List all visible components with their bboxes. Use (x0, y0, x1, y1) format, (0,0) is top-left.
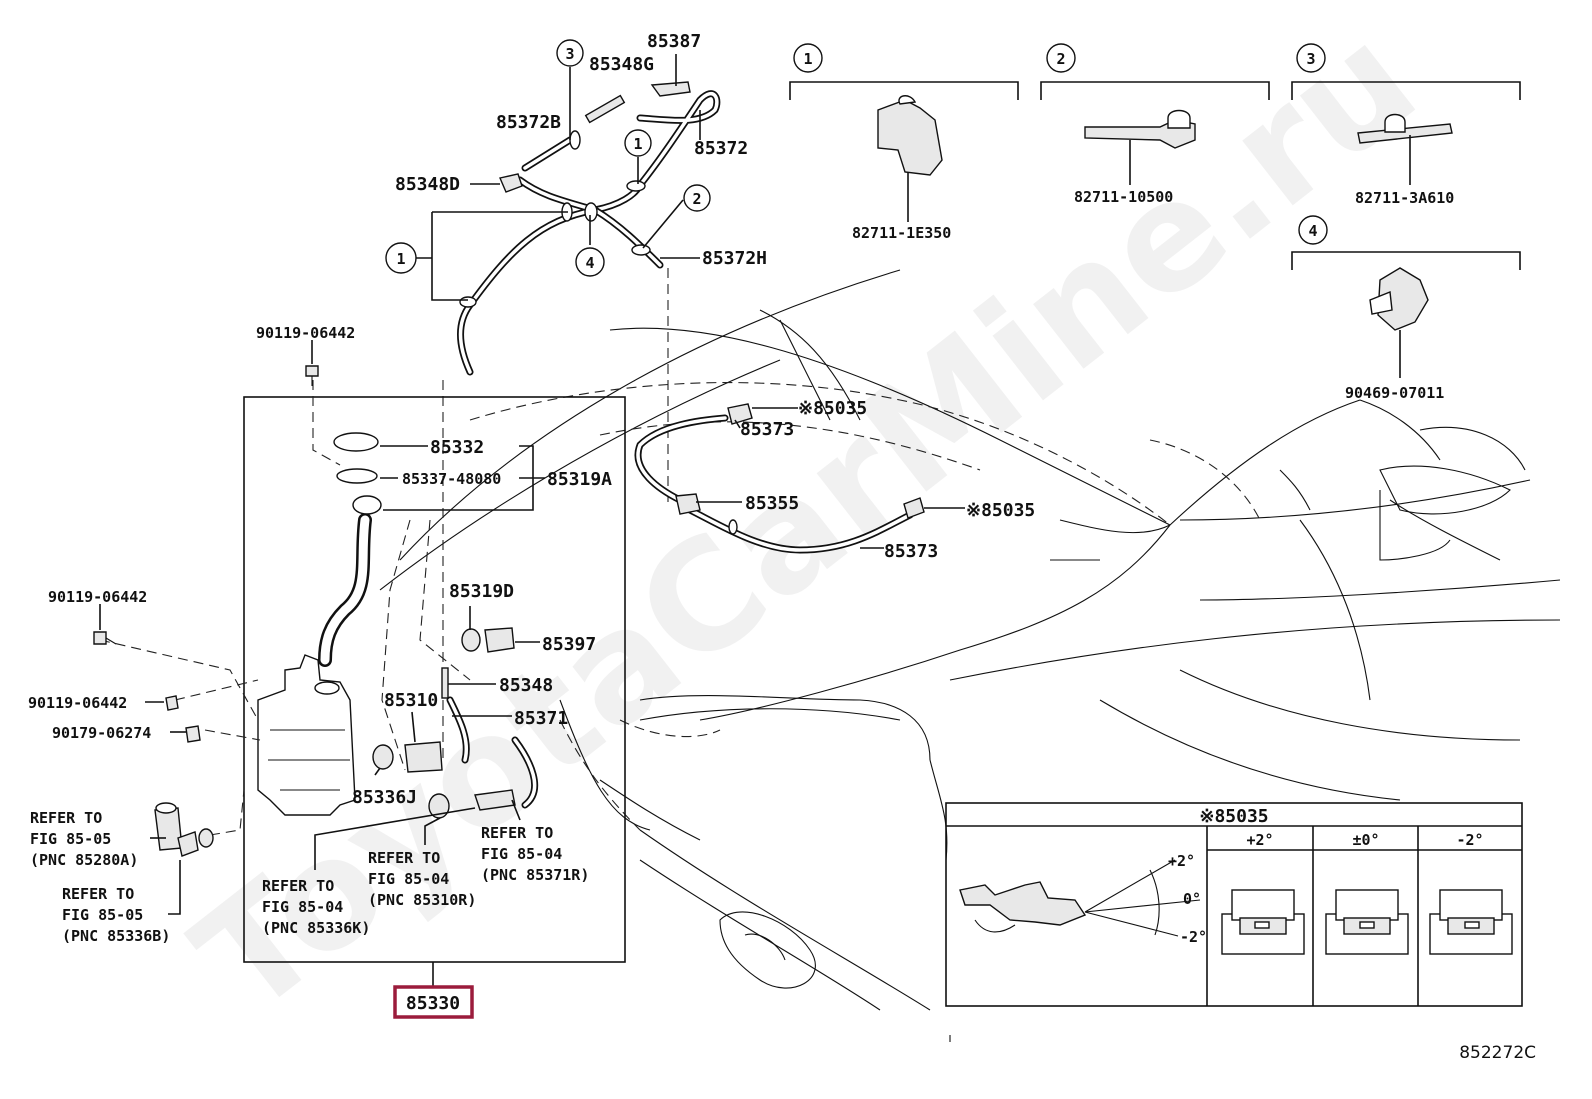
part-labels: 85387 85348G 85372B 85372 85348D 85372H … (28, 31, 1454, 808)
svg-text:FIG 85-04: FIG 85-04 (481, 845, 562, 863)
label-85397: 85397 (542, 634, 596, 655)
svg-text:REFER TO: REFER TO (262, 877, 334, 895)
svg-text:(PNC 85336K): (PNC 85336K) (262, 919, 370, 937)
svg-text:85330: 85330 (406, 993, 460, 1014)
label-90119-top: 90119-06442 (256, 324, 355, 342)
svg-text:REFER TO: REFER TO (62, 885, 134, 903)
svg-text:1: 1 (396, 250, 405, 268)
label-82711-3A610: 82711-3A610 (1355, 189, 1454, 207)
label-82711-10500: 82711-10500 (1074, 188, 1173, 206)
inset-85035: ※85035 +2° ±0° -2° +2° 0° -2° (945, 802, 1523, 1007)
bolts (93, 340, 319, 915)
washer-tank-box (99, 380, 626, 988)
label-90469: 90469-07011 (1345, 384, 1444, 402)
svg-text:FIG 85-04: FIG 85-04 (262, 898, 343, 916)
car-body-outline (379, 269, 1561, 1042)
label-85372B: 85372B (496, 112, 561, 133)
svg-text:(PNC 85310R): (PNC 85310R) (368, 891, 476, 909)
label-85319A: 85319A (547, 469, 612, 490)
connector-zero (1325, 889, 1409, 955)
svg-text:REFER TO: REFER TO (481, 824, 553, 842)
svg-text:+2°: +2° (1168, 852, 1195, 870)
svg-text:1: 1 (803, 50, 812, 68)
connector-minus2 (1429, 889, 1513, 955)
svg-text:(PNC 85336B): (PNC 85336B) (62, 927, 170, 945)
svg-text:(PNC 85371R): (PNC 85371R) (481, 866, 589, 884)
inset-title: ※85035 (1199, 806, 1268, 827)
svg-text:3: 3 (565, 45, 574, 63)
svg-text:-2°: -2° (1180, 928, 1207, 946)
svg-text:4: 4 (585, 254, 594, 272)
label-85319D: 85319D (449, 581, 514, 602)
svg-text:1: 1 (633, 135, 642, 153)
svg-text:2: 2 (1056, 50, 1065, 68)
svg-text:2: 2 (692, 190, 701, 208)
label-85337: 85337-48080 (402, 470, 501, 488)
label-85387: 85387 (647, 31, 701, 52)
label-85310: 85310 (384, 690, 438, 711)
label-85372: 85372 (694, 138, 748, 159)
svg-text:FIG 85-05: FIG 85-05 (30, 830, 111, 848)
label-90119-left: 90119-06442 (28, 694, 127, 712)
label-82711-1E350: 82711-1E350 (852, 224, 951, 242)
label-85373-a: 85373 (740, 419, 794, 440)
highlighted-part[interactable]: 85330 (393, 985, 474, 1019)
label-90119-mid: 90119-06442 (48, 588, 147, 606)
label-85372H: 85372H (702, 248, 767, 269)
label-85373-b: 85373 (884, 541, 938, 562)
label-85035-a: ※85035 (798, 398, 867, 419)
clip-details: 1 2 3 4 (789, 43, 1521, 378)
svg-text:0°: 0° (1183, 890, 1201, 908)
svg-text:REFER TO: REFER TO (368, 849, 440, 867)
svg-text:±0°: ±0° (1352, 831, 1379, 849)
svg-text:FIG 85-04: FIG 85-04 (368, 870, 449, 888)
hose-assembly-top (416, 54, 721, 760)
refer-notes: REFER TO FIG 85-05 (PNC 85280A) REFER TO… (30, 809, 589, 945)
callout-circles: 3 1 2 1 4 (385, 39, 711, 277)
svg-text:4: 4 (1308, 222, 1317, 240)
label-85348: 85348 (499, 675, 553, 696)
nozzle-hoses-right (634, 403, 965, 554)
label-90179: 90179-06274 (52, 724, 151, 742)
svg-text:-2°: -2° (1456, 831, 1483, 849)
label-85348G: 85348G (589, 54, 654, 75)
svg-text:REFER TO: REFER TO (30, 809, 102, 827)
connector-plus2 (1221, 889, 1305, 955)
label-85336J: 85336J (352, 787, 417, 808)
label-85371: 85371 (514, 708, 568, 729)
diagram-code: 852272C (1459, 1043, 1536, 1063)
svg-text:+2°: +2° (1246, 831, 1273, 849)
label-85348D: 85348D (395, 174, 460, 195)
label-85355: 85355 (745, 493, 799, 514)
svg-text:FIG 85-05: FIG 85-05 (62, 906, 143, 924)
svg-text:(PNC 85280A): (PNC 85280A) (30, 851, 138, 869)
label-85035-b: ※85035 (966, 500, 1035, 521)
label-85332: 85332 (430, 437, 484, 458)
svg-text:3: 3 (1306, 50, 1315, 68)
